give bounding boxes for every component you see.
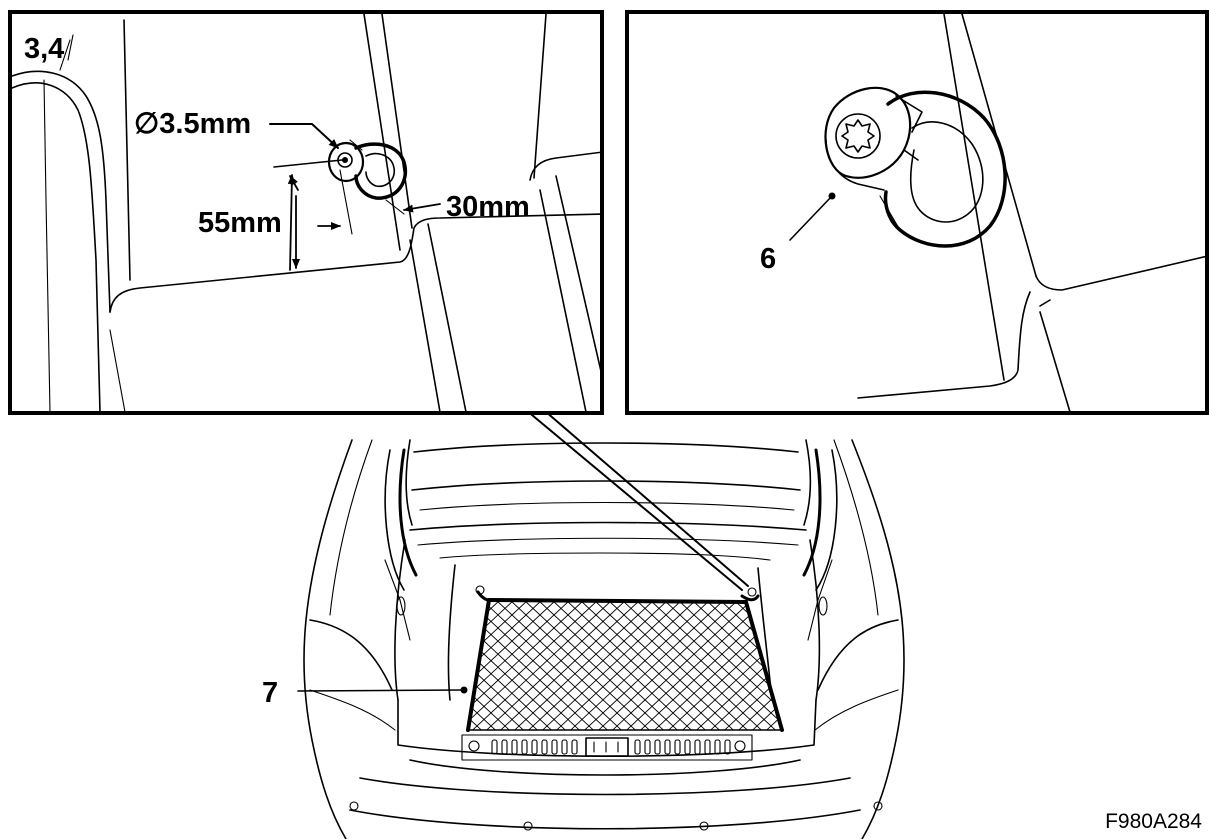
screw-head [835,113,881,159]
edge-distance-label: 30mm [446,191,530,223]
detail-panel-tie-down-eye: 6 [625,10,1209,415]
callout-7: 7 [262,677,468,709]
detail-panel-dimensions: 3,4 ∅3.5mm 55mm 30mm [8,10,604,415]
panel-a-reference-label: 3,4 [24,33,64,65]
figure-id-label: F980A284 [1105,810,1202,833]
dim-30mm [385,199,441,215]
hole-diameter-label: ∅3.5mm [134,108,251,140]
callout-7-label: 7 [262,677,278,709]
car-rear-illustration [303,439,905,839]
tie-down-eye-small [327,139,408,200]
dim-diameter-leader [269,123,339,149]
callout-7-dot [460,686,468,694]
callout-6-label: 6 [760,243,776,275]
callout-6-dot [828,192,836,200]
dim-55mm [273,159,353,271]
net-mesh [468,600,782,730]
tie-down-eye-large [824,86,1007,248]
vertical-distance-label: 55mm [198,207,282,239]
cargo-net [466,585,784,732]
sill-vent-slots [491,739,731,755]
detail-leader-lines [519,404,749,591]
